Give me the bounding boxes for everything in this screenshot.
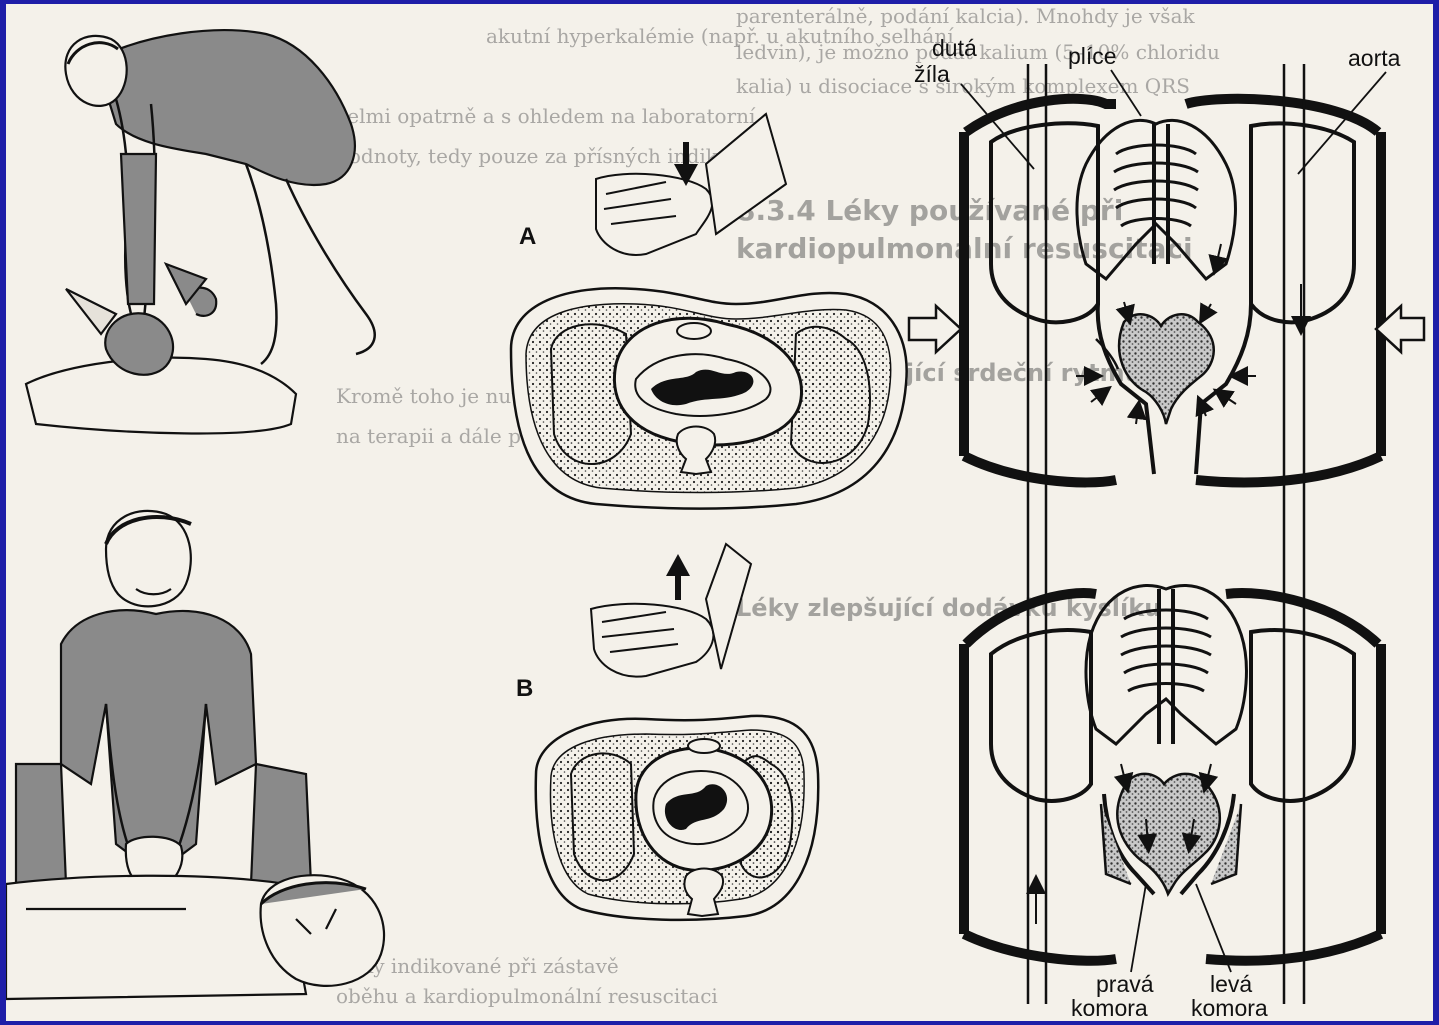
- rescuer-side-view: [26, 30, 375, 433]
- figure-page: parenterálně, podání kalcia). Mnohdy je …: [6, 4, 1433, 1021]
- compression-hands-b: [591, 544, 751, 677]
- chest-cross-section-a: A: [511, 114, 907, 509]
- compression-hands-a: [596, 114, 786, 255]
- arrow-up-icon: [666, 554, 690, 600]
- chest-cross-section-b: B: [516, 544, 818, 920]
- label-left-ventricle-line1: levá: [1210, 971, 1252, 997]
- thorax-diagram-bottom: [964, 585, 1381, 960]
- label-aorta: aorta: [1348, 45, 1401, 71]
- arrow-right-icon: [909, 306, 961, 352]
- label-right-ventricle-line2: komora: [1071, 995, 1148, 1021]
- label-lungs: plíce: [1068, 43, 1117, 69]
- figure-label-a: A: [519, 223, 536, 250]
- label-vena-cava-line2: žíla: [914, 61, 950, 87]
- rescuer-front-view: [6, 511, 384, 999]
- label-vena-cava-line1: dutá: [932, 35, 977, 61]
- label-left-ventricle-line2: komora: [1191, 995, 1268, 1021]
- figure-label-b: B: [516, 675, 533, 702]
- cpr-illustration: A B: [6, 4, 1433, 1021]
- label-right-ventricle-line1: pravá: [1096, 971, 1154, 997]
